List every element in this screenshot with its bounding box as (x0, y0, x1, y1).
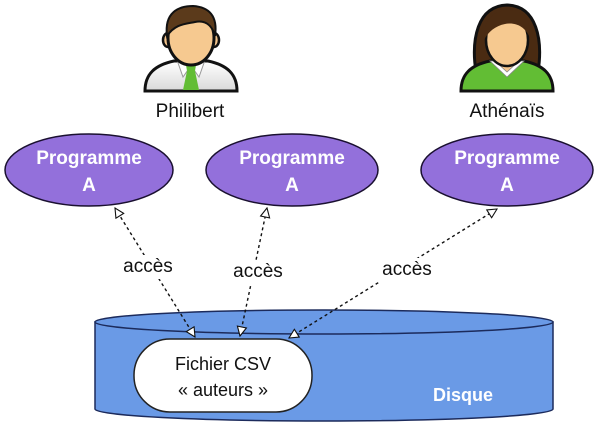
program-1: Programme A (4, 133, 174, 207)
program-variant: A (82, 175, 96, 196)
program-3: Programme A (420, 133, 594, 207)
access-arrow-3: accès (289, 209, 497, 338)
access-label-bg (119, 255, 177, 279)
csv-file-subtitle: « auteurs » (178, 380, 268, 400)
program-ellipse (205, 133, 379, 207)
access-label-bg (229, 260, 287, 284)
program-name: Programme (36, 148, 142, 169)
program-2: Programme A (205, 133, 379, 207)
hair (165, 4, 217, 39)
csv-file-name: Fichier CSV (175, 354, 271, 374)
csv-file-box (133, 338, 313, 413)
program-name: Programme (239, 148, 345, 169)
access-arrow-1: accès (115, 208, 195, 337)
program-ellipse (4, 133, 174, 207)
hair-bangs (483, 10, 531, 40)
female-user-icon (459, 3, 555, 93)
user-philibert: Philibert (143, 4, 239, 122)
access-label: accès (382, 259, 432, 280)
disk-top (94, 309, 554, 335)
program-variant: A (500, 175, 514, 196)
access-arrow-2: accès (229, 208, 287, 336)
male-user-icon (143, 4, 239, 93)
tie (183, 71, 199, 90)
disk-label: Disque (433, 385, 493, 405)
tie-knot (186, 65, 196, 71)
program-ellipse (420, 133, 594, 207)
program-name: Programme (454, 148, 560, 169)
program-variant: A (285, 175, 299, 196)
access-label-bg (378, 258, 436, 282)
access-label: accès (123, 256, 173, 277)
csv-file: Fichier CSV « auteurs » (133, 338, 313, 413)
user-name: Athénaïs (470, 101, 545, 122)
access-label: accès (233, 261, 283, 282)
access-line (240, 208, 267, 336)
user-name: Philibert (156, 101, 225, 122)
access-line (115, 208, 195, 337)
user-athenais: Athénaïs (459, 3, 555, 122)
